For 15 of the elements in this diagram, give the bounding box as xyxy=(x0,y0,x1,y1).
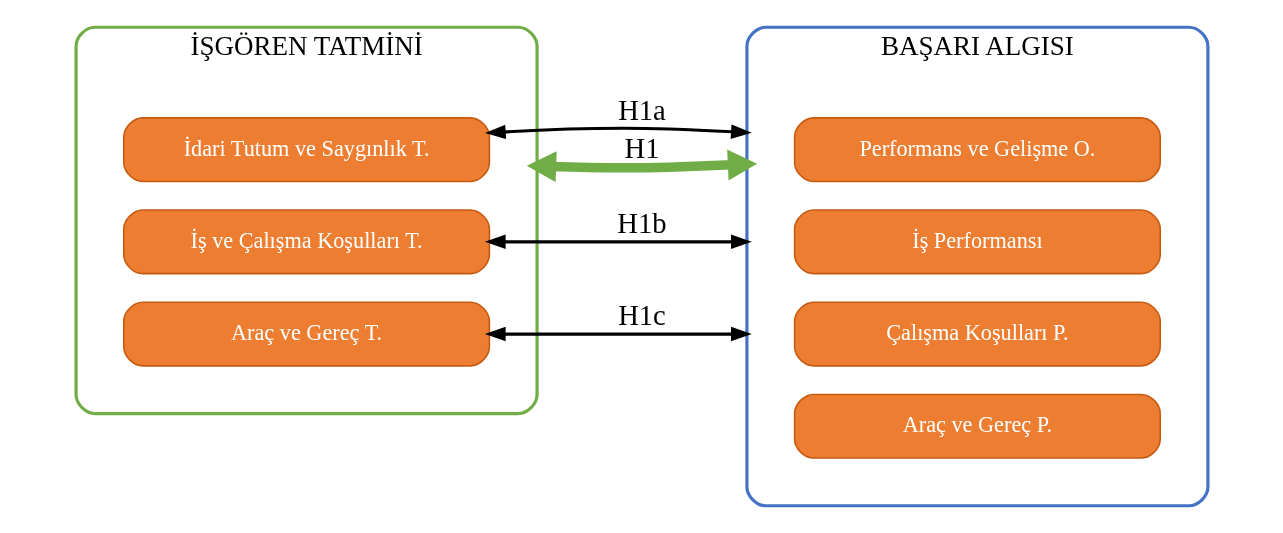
node-box: Araç ve Gereç T. xyxy=(122,301,490,367)
arrow xyxy=(484,326,752,342)
edge-label: H1a xyxy=(617,95,666,127)
edge-label: H1 xyxy=(624,133,659,165)
node-box: Çalışma Koşulları P. xyxy=(793,301,1161,367)
node-box: Performans ve Gelişme O. xyxy=(793,117,1161,183)
node-box: İdari Tutum ve Saygınlık T. xyxy=(122,117,490,183)
arrow xyxy=(526,149,757,183)
node-box: İş Performansı xyxy=(793,209,1161,275)
edge-label: H1b xyxy=(616,207,667,239)
node-box: İş ve Çalışma Koşulları T. xyxy=(122,209,490,275)
node-box: Araç ve Gereç P. xyxy=(793,393,1161,459)
arrow xyxy=(484,234,752,250)
edge-label: H1c xyxy=(617,300,666,332)
arrow xyxy=(484,124,752,140)
